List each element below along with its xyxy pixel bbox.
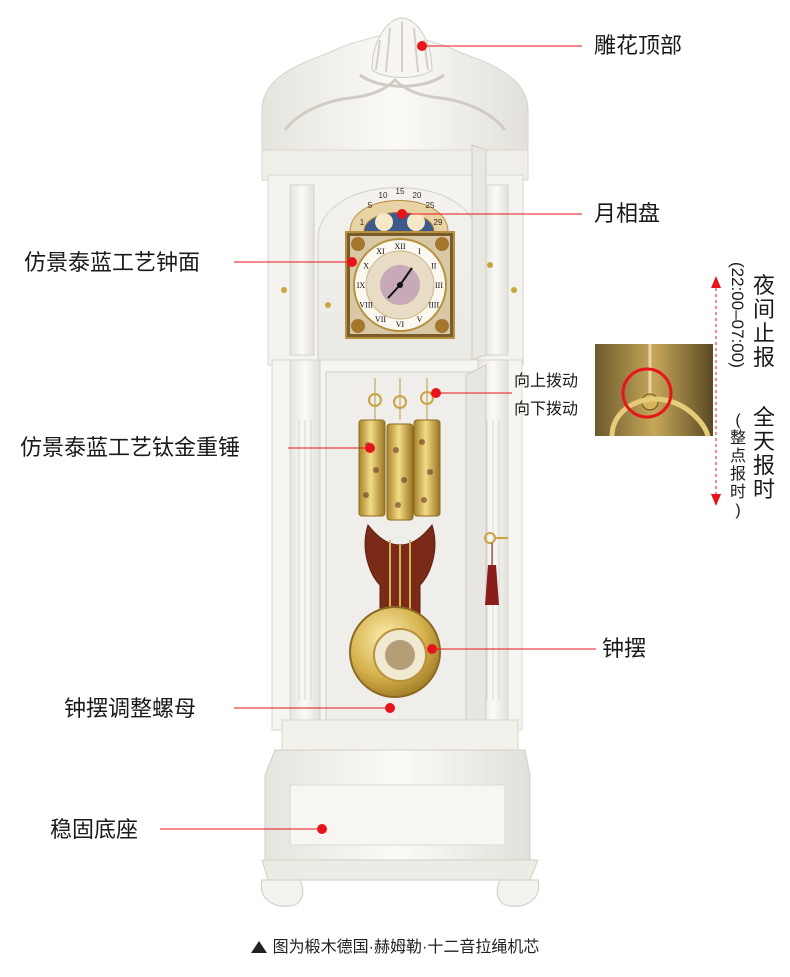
label-weights: 仿景泰蓝工艺钛金重锤 [20, 435, 241, 460]
label-base: 稳固底座 [50, 817, 139, 842]
label-lever-up: 向上拨动 [514, 373, 579, 390]
lever-detail-photo [595, 344, 713, 437]
dial-numeral: X [363, 262, 369, 271]
dial-numeral: I [418, 247, 421, 256]
moon-number: 5 [368, 201, 373, 210]
label-pendulum: 钟摆 [602, 636, 647, 661]
dial-numeral: IIII [428, 301, 439, 310]
moon-number: 29 [434, 218, 443, 227]
moon-number: 10 [379, 191, 388, 200]
moon-number: 25 [426, 201, 435, 210]
clock-crown [261, 17, 529, 181]
clock-waist [271, 359, 523, 731]
pendulum [349, 523, 441, 711]
dial-numeral: XI [376, 247, 385, 256]
clock-base [260, 719, 540, 907]
note-night-silent: 夜间止报 [752, 273, 775, 370]
note-night-hours: (22:00–07:00) [728, 262, 747, 368]
double-arrow-icon [711, 276, 721, 506]
triangle-icon [250, 941, 267, 953]
dial-numeral: VII [375, 315, 386, 324]
moon-number: 20 [413, 191, 422, 200]
note-hourly: (整点报时) [729, 412, 746, 519]
label-lever-down: 向下拨动 [514, 401, 579, 418]
chime-weights [358, 378, 441, 521]
dial-numeral: II [431, 262, 437, 271]
label-dial-face: 仿景泰蓝工艺钟面 [24, 250, 201, 275]
dial-numeral: VIII [359, 301, 373, 310]
dial-numeral: VI [396, 320, 405, 329]
moon-number: 15 [396, 187, 405, 196]
label-carved-top: 雕花顶部 [594, 33, 683, 58]
callout-lines [160, 45, 596, 830]
label-pendulum-nut: 钟摆调整螺母 [64, 696, 197, 721]
dial-numeral: XII [394, 242, 405, 251]
image-caption: 图为椴木德国·赫姆勒·十二音拉绳机芯 [0, 938, 790, 958]
note-all-day: 全天报时 [752, 405, 775, 502]
callout-dots [317, 41, 441, 834]
label-moon-dial: 月相盘 [594, 201, 661, 226]
dial-numeral: III [435, 281, 443, 290]
caption-text: 图为椴木德国·赫姆勒·十二音拉绳机芯 [272, 939, 540, 956]
dial-numeral: IX [357, 281, 366, 290]
moon-number: 1 [360, 218, 365, 227]
dial-numeral: V [417, 315, 423, 324]
